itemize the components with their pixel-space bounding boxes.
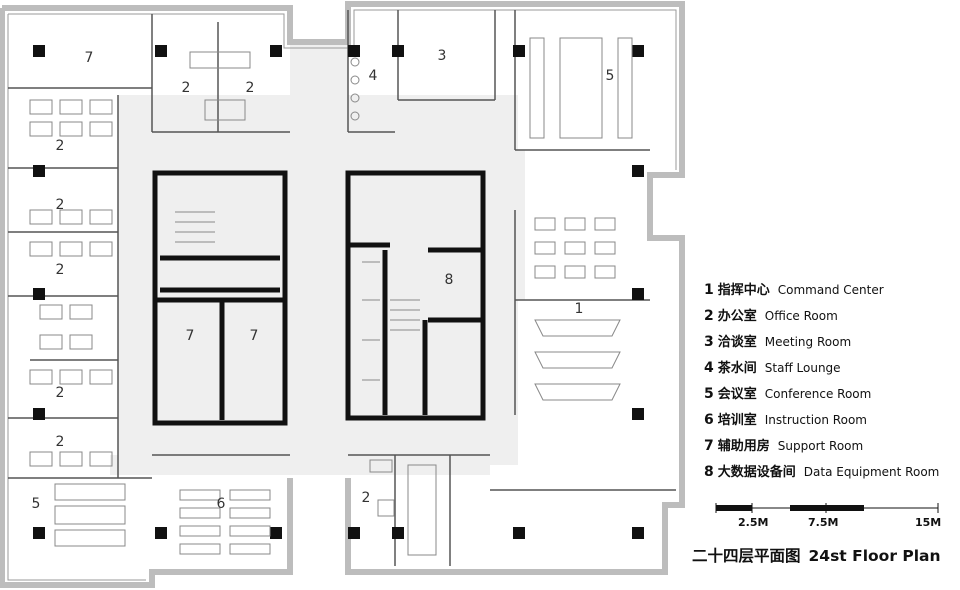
scale-label: 15M xyxy=(915,516,942,529)
room-label: 5 xyxy=(32,496,41,512)
room-label: 6 xyxy=(217,496,226,512)
room-label: 4 xyxy=(369,68,378,84)
furniture xyxy=(29,37,633,556)
scale-bar xyxy=(715,503,939,513)
room-label: 2 xyxy=(56,138,65,154)
scale-label: 2.5M xyxy=(738,516,769,529)
room-label: 3 xyxy=(438,48,447,64)
room-label: 7 xyxy=(250,328,259,344)
outer-walls xyxy=(0,1,685,588)
room-label: 2 xyxy=(56,434,65,450)
room-label: 2 xyxy=(56,197,65,213)
drawing-title: 二十四层平面图 24st Floor Plan xyxy=(692,544,949,566)
columns xyxy=(33,45,644,539)
room-label: 2 xyxy=(56,262,65,278)
room-label: 7 xyxy=(85,50,94,66)
room-label: 2 xyxy=(56,385,65,401)
drawing-title-en: 24st Floor Plan xyxy=(808,547,941,565)
room-label: 1 xyxy=(575,301,584,317)
room-label: 8 xyxy=(445,272,454,288)
interior-partitions xyxy=(8,10,676,566)
scale-label: 7.5M xyxy=(808,516,839,529)
core-walls xyxy=(152,170,486,426)
room-label: 2 xyxy=(362,490,371,506)
corridor-area xyxy=(110,42,525,475)
drawing-title-cn: 二十四层平面图 xyxy=(692,547,801,565)
room-label: 7 xyxy=(186,328,195,344)
room-labels: 7 2 2 4 3 5 2 2 2 8 1 7 7 2 2 5 6 2 xyxy=(32,48,615,512)
room-label: 5 xyxy=(606,68,615,84)
room-label: 2 xyxy=(182,80,191,96)
room-label: 2 xyxy=(246,80,255,96)
